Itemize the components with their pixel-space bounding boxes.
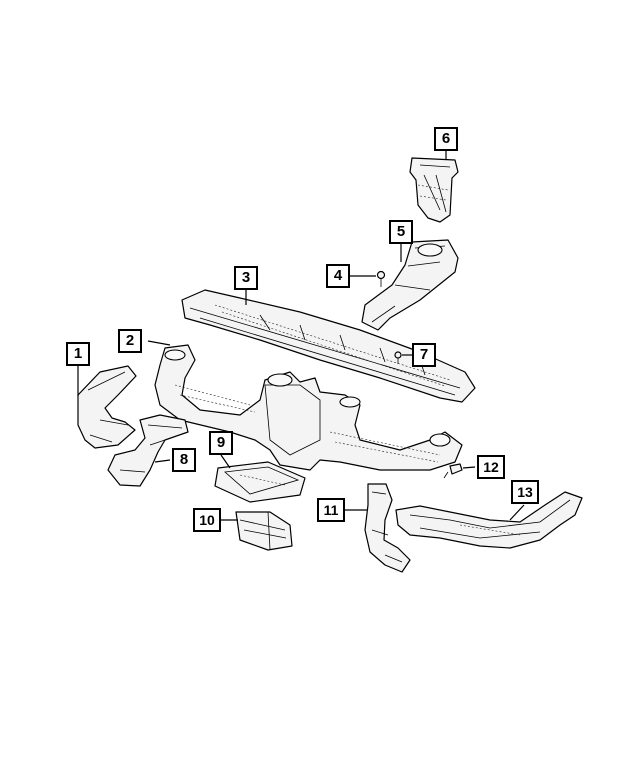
part-2-main-duct[interactable]	[154, 344, 463, 471]
leader-12	[462, 466, 476, 469]
leader-9	[220, 454, 231, 469]
callout-4[interactable]: 4	[326, 264, 350, 288]
callout-5[interactable]: 5	[389, 220, 413, 244]
part-11-right-floor-duct[interactable]	[364, 483, 411, 573]
callout-7[interactable]: 7	[412, 343, 436, 367]
part-8-left-floor-duct[interactable]	[107, 414, 189, 487]
part-7-clip[interactable]	[394, 351, 402, 364]
callout-13[interactable]: 13	[511, 480, 539, 504]
callout-6[interactable]: 6	[434, 127, 458, 151]
leader-2	[147, 340, 171, 346]
part-1-left-duct[interactable]	[77, 365, 137, 449]
part-5-duct-connector[interactable]	[361, 239, 459, 331]
callout-1[interactable]: 1	[66, 342, 90, 366]
part-4-screw[interactable]	[376, 270, 386, 288]
part-10-outlet[interactable]	[235, 511, 293, 551]
leader-lines	[77, 150, 525, 521]
callout-11[interactable]: 11	[317, 498, 345, 522]
part-3-upper-rail[interactable]	[181, 289, 476, 403]
part-13-rear-duct[interactable]	[395, 491, 583, 549]
callout-8[interactable]: 8	[172, 448, 196, 472]
callout-9[interactable]: 9	[209, 431, 233, 455]
callout-10[interactable]: 10	[193, 508, 221, 532]
part-9-tray[interactable]	[214, 461, 306, 503]
callout-3[interactable]: 3	[234, 266, 258, 290]
callout-12[interactable]: 12	[477, 455, 505, 479]
part-6-upper-duct[interactable]	[409, 157, 459, 223]
leader-13	[509, 504, 525, 521]
callout-2[interactable]: 2	[118, 329, 142, 353]
leader-8	[154, 459, 171, 463]
part-12-fastener[interactable]	[443, 463, 463, 479]
